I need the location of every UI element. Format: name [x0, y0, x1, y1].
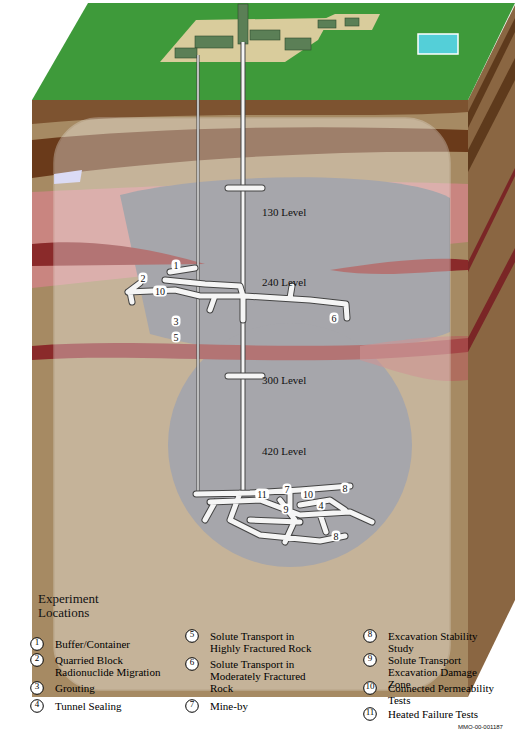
callout-number: 11: [363, 707, 377, 721]
callout-number: 11: [255, 489, 269, 500]
callout-number: 4: [317, 500, 326, 511]
tunnel: [128, 268, 347, 320]
building: [318, 20, 336, 28]
callout-number: 2: [139, 273, 148, 284]
callout-number: 1: [172, 260, 181, 271]
rock-layer: [468, 248, 515, 352]
surface-yard: [300, 14, 380, 30]
experiment-name: Quarried Block Radionuclide Migration: [55, 654, 173, 678]
legend-callout: 2Quarried Block Radionuclide Migration: [30, 653, 44, 667]
building: [175, 48, 197, 58]
legend-callout: 3Grouting: [30, 681, 44, 695]
level-label: 240 Level: [262, 276, 306, 288]
legend-callout: 8Excavation Stability Study: [363, 629, 377, 643]
pond: [418, 34, 458, 54]
callout-number: 3: [30, 681, 44, 695]
experiment-name: Solute Transport in Highly Fractured Roc…: [210, 630, 314, 654]
callout-circle: [31, 682, 44, 695]
callout-number: 2: [30, 653, 44, 667]
experiment-name: Mine-by: [210, 700, 314, 712]
tunnel: [196, 486, 372, 542]
callout-number: 5: [185, 629, 199, 643]
callout-circle: [364, 682, 377, 695]
callout-circle: [186, 630, 199, 643]
tunnel: [228, 188, 262, 376]
callout-circle: [31, 638, 44, 651]
experiment-name: Tunnel Sealing: [55, 700, 175, 712]
callout-number: 9: [363, 653, 377, 667]
building: [345, 18, 359, 26]
callout-number: 8: [341, 483, 350, 494]
callout-number: 8: [363, 629, 377, 643]
tunnel: [228, 188, 262, 376]
callout-number: 4: [30, 699, 44, 713]
callout-number: 7: [185, 699, 199, 713]
experiment-name: Heated Failure Tests: [388, 708, 500, 720]
legend-callout: 6Solute Transport in Moderately Fracture…: [185, 657, 199, 671]
legend-callout: 5Solute Transport in Highly Fractured Ro…: [185, 629, 199, 643]
callout-circle: [186, 658, 199, 671]
experiment-name: Connected Permeability Tests: [388, 682, 500, 706]
callout-number: 10: [153, 286, 167, 297]
figure-id: MMO-00-001187: [458, 724, 503, 731]
level-label: 130 Level: [262, 206, 306, 218]
level-label: 300 Level: [262, 374, 306, 386]
rock-layer: [468, 168, 515, 272]
callout-number: 7: [283, 484, 292, 495]
building: [285, 38, 311, 50]
shaft: [241, 42, 246, 494]
experiment-name: Buffer/Container: [55, 638, 175, 650]
building: [250, 30, 280, 40]
tunnel: [128, 268, 347, 320]
ground-surface: [32, 3, 515, 100]
callout-circle: [31, 700, 44, 713]
experiment-name: Grouting: [55, 682, 175, 694]
legend-title: Experiment Locations: [38, 592, 120, 620]
building: [195, 36, 233, 48]
callout-circle: [364, 708, 377, 721]
block-side: [468, 5, 515, 697]
callout-number: 6: [185, 657, 199, 671]
callout-number: 5: [172, 332, 181, 343]
callout-circle: [31, 654, 44, 667]
legend-callout: 1Buffer/Container: [30, 637, 44, 651]
callout-number: 10: [363, 681, 377, 695]
legend-callout: 11Heated Failure Tests: [363, 707, 377, 721]
callout-circle: [364, 630, 377, 643]
callout-number: 6: [330, 313, 339, 324]
callout-number: 8: [332, 531, 341, 542]
legend-callout: 10Connected Permeability Tests: [363, 681, 377, 695]
shaft: [197, 55, 200, 494]
experiment-name: Excavation Stability Study: [388, 630, 498, 654]
callout-number: 1: [30, 637, 44, 651]
block-front: [32, 100, 468, 697]
shaft: [197, 55, 198, 494]
callout-circle: [364, 654, 377, 667]
shaft: [242, 42, 245, 494]
cutaway-window: [54, 118, 450, 690]
callout-number: 3: [172, 316, 181, 327]
headframe: [238, 4, 248, 44]
callout-number: 9: [282, 504, 291, 515]
callout-number: 10: [301, 489, 315, 500]
legend-callout: 4Tunnel Sealing: [30, 699, 44, 713]
experiment-name: Solute Transport in Moderately Fractured…: [210, 658, 314, 694]
callout-circle: [186, 700, 199, 713]
legend-callout: 7Mine-by: [185, 699, 199, 713]
legend-callout: 9Solute Transport Excavation Damage Zone: [363, 653, 377, 667]
tunnel: [196, 486, 372, 542]
level-label: 420 Level: [262, 445, 306, 457]
